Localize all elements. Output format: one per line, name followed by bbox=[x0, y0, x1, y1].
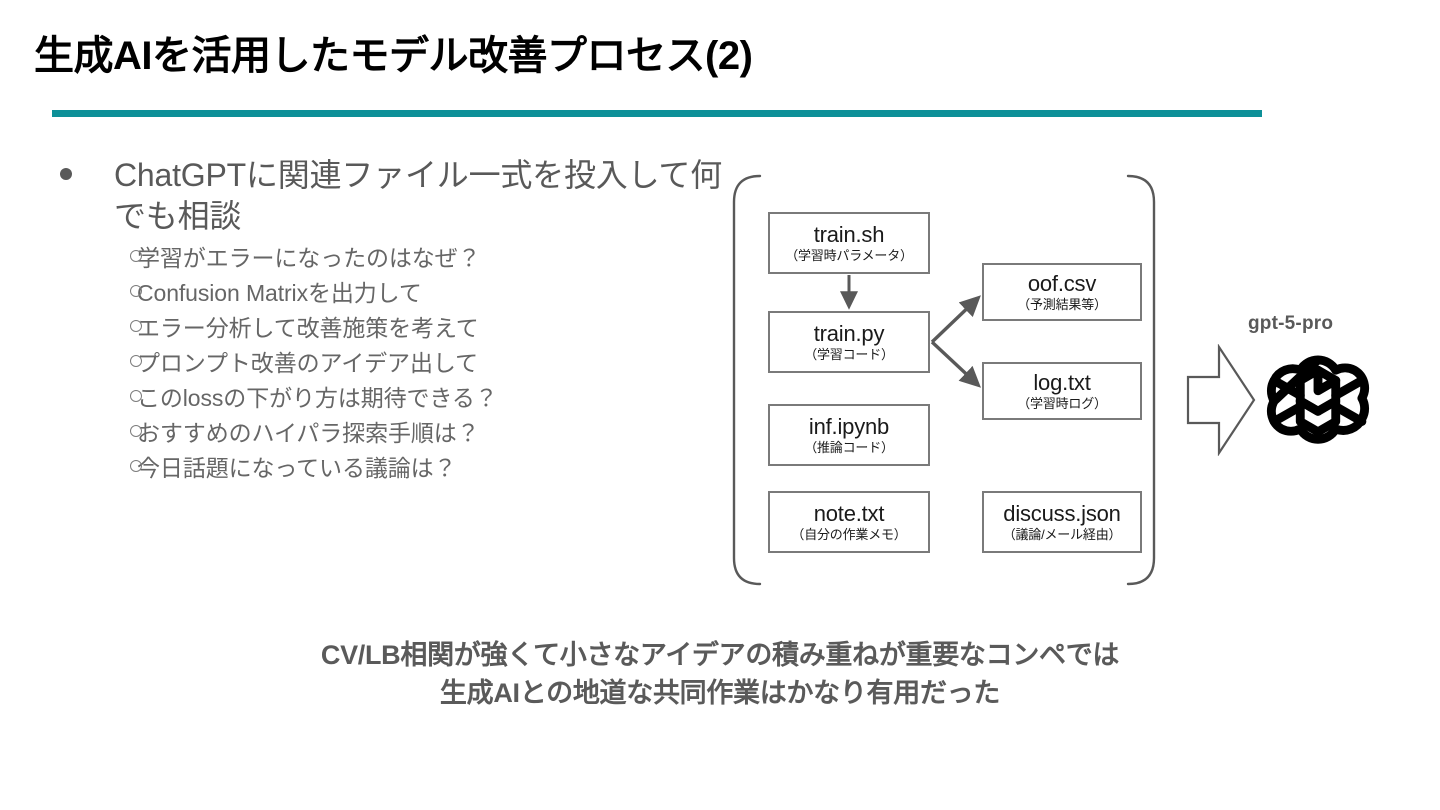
file-description: （学習コード） bbox=[804, 346, 894, 362]
bracket-left-icon bbox=[732, 174, 762, 586]
sub-bullet-label: プロンプト改善のアイデア出して bbox=[137, 349, 478, 376]
bracket-right-icon bbox=[1126, 174, 1156, 586]
file-name: train.sh bbox=[813, 221, 885, 247]
file-box-note-txt: note.txt （自分の作業メモ） bbox=[768, 491, 930, 553]
file-description: （自分の作業メモ） bbox=[791, 526, 907, 542]
bullet-marker-hollow-icon bbox=[52, 416, 142, 451]
file-box-oof-csv: oof.csv （予測結果等） bbox=[982, 263, 1142, 321]
file-name: inf.ipynb bbox=[808, 413, 890, 439]
file-box-train-sh: train.sh （学習時パラメータ） bbox=[768, 212, 930, 274]
sub-bullet-item: Confusion Matrixを出力して bbox=[52, 276, 732, 311]
file-name: train.py bbox=[813, 320, 885, 346]
file-name: note.txt bbox=[813, 500, 885, 526]
bullet-main-label: ChatGPTに関連ファイル一式を投入して何でも相談 bbox=[114, 157, 723, 234]
file-description: （学習時ログ） bbox=[1017, 395, 1107, 411]
caption-line-1: CV/LB相関が強くて小さなアイデアの積み重ねが重要なコンペでは bbox=[320, 640, 1120, 670]
file-description: （議論/メール経由） bbox=[1002, 526, 1122, 542]
file-description: （推論コード） bbox=[804, 439, 894, 455]
bullet-marker-hollow-icon bbox=[52, 381, 142, 416]
sub-bullet-item: 今日話題になっている議論は？ bbox=[52, 451, 732, 486]
file-box-log-txt: log.txt （学習時ログ） bbox=[982, 362, 1142, 420]
sub-bullet-label: おすすめのハイパラ探索手順は？ bbox=[137, 419, 480, 446]
sub-bullet-item: おすすめのハイパラ探索手順は？ bbox=[52, 416, 732, 451]
bullet-marker-hollow-icon bbox=[52, 241, 142, 276]
sub-bullet-label: Confusion Matrixを出力して bbox=[137, 279, 422, 306]
file-name: discuss.json bbox=[1003, 500, 1121, 526]
caption-line-2: 生成AIとの地道な共同作業はかなり有用だった bbox=[439, 678, 1001, 709]
sub-bullet-item: エラー分析して改善施策を考えて bbox=[52, 311, 732, 346]
sub-bullet-label: 学習がエラーになったのはなぜ？ bbox=[137, 244, 481, 271]
arrow-trainpy-logtxt bbox=[930, 340, 981, 388]
sub-bullet-item: このlossの下がり方は期待できる？ bbox=[52, 381, 732, 416]
file-box-train-py: train.py （学習コード） bbox=[768, 311, 930, 373]
bullet-marker-hollow-icon bbox=[52, 346, 142, 381]
file-name: oof.csv bbox=[1027, 270, 1097, 296]
sub-bullet-label: 今日話題になっている議論は？ bbox=[137, 454, 457, 481]
file-name: log.txt bbox=[1033, 369, 1091, 395]
bullet-list: ChatGPTに関連ファイル一式を投入して何でも相談 学習がエラーになったのはな… bbox=[52, 155, 732, 486]
sub-bullet-item: プロンプト改善のアイデア出して bbox=[52, 346, 732, 381]
bullet-item-main: ChatGPTに関連ファイル一式を投入して何でも相談 bbox=[52, 155, 732, 237]
sub-bullet-label: このlossの下がり方は期待できる？ bbox=[137, 384, 498, 411]
page-title: 生成AIを活用したモデル改善プロセス(2) bbox=[34, 34, 753, 78]
title-accent-rule bbox=[52, 110, 1262, 117]
bullet-marker-hollow-icon bbox=[52, 311, 142, 346]
openai-logo-icon bbox=[1266, 355, 1370, 444]
file-box-inf-ipynb: inf.ipynb （推論コード） bbox=[768, 404, 930, 466]
sub-bullet-label: エラー分析して改善施策を考えて bbox=[137, 314, 479, 341]
arrow-trainpy-oofcsv bbox=[930, 295, 981, 344]
file-description: （学習時パラメータ） bbox=[785, 247, 913, 263]
file-description: （予測結果等） bbox=[1017, 296, 1107, 312]
file-bundle-diagram: train.sh （学習時パラメータ） train.py （学習コード） inf… bbox=[726, 168, 1162, 592]
sub-bullet-item: 学習がエラーになったのはなぜ？ bbox=[52, 241, 732, 276]
bullet-marker-filled bbox=[52, 157, 114, 198]
diagram-connectors bbox=[732, 174, 1156, 586]
block-arrow-right-icon bbox=[1186, 344, 1256, 456]
summary-caption: CV/LB相関が強くて小さなアイデアの積み重ねが重要なコンペでは 生成AIとの地… bbox=[0, 636, 1440, 713]
file-box-discuss-json: discuss.json （議論/メール経由） bbox=[982, 491, 1142, 553]
bullet-marker-hollow-icon bbox=[52, 451, 142, 486]
model-name-label: gpt-5-pro bbox=[1248, 313, 1334, 334]
sub-bullet-list: 学習がエラーになったのはなぜ？ Confusion Matrixを出力して エラ… bbox=[52, 241, 732, 486]
bullet-marker-hollow-icon bbox=[52, 276, 142, 311]
